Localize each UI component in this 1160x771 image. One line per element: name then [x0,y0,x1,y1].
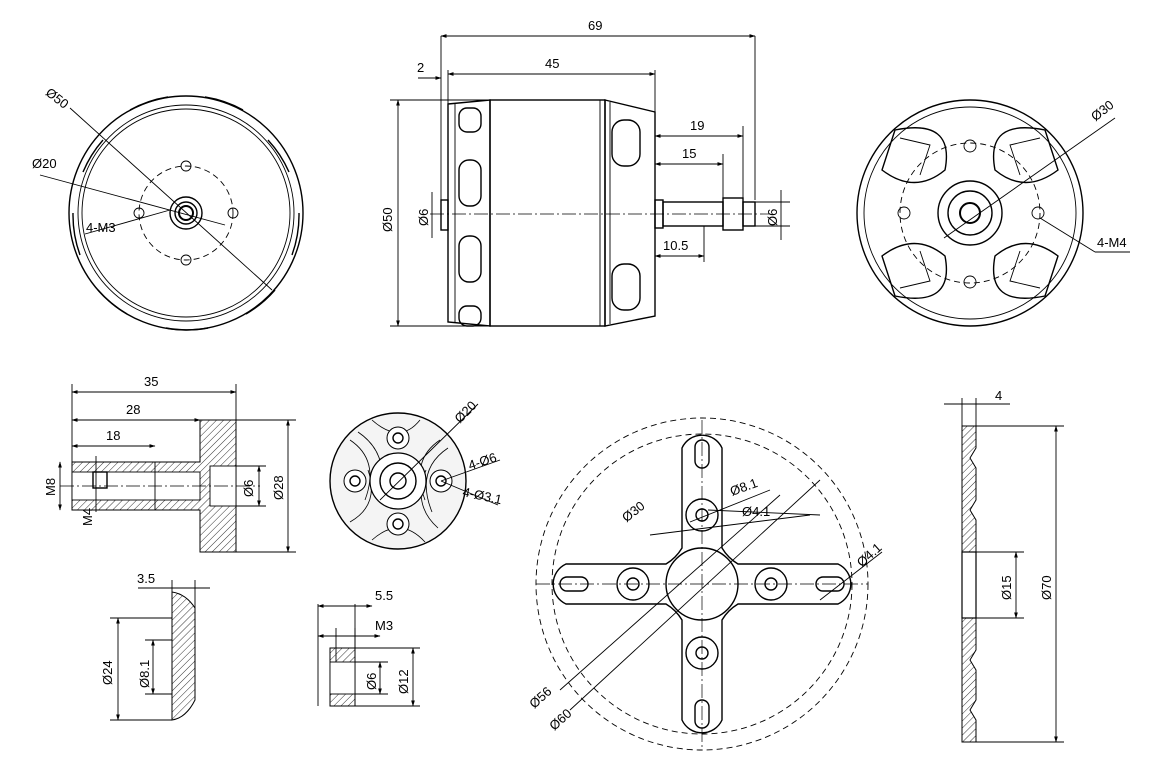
plate-dia15-label: Ø15 [999,575,1014,600]
adapter-18-label: 18 [106,428,120,443]
mount-dia4-1-a-label: Ø4.1 [742,504,770,519]
adapter-m4-label: M4 [80,508,95,526]
adapter-35-label: 35 [144,374,158,389]
rear-view [856,99,1130,327]
front-threads-label: 4-M3 [86,220,116,235]
prop-holes6-label: 4-Ø6 [466,450,498,473]
washer-3-5-label: 3.5 [137,571,155,586]
front-outer-dia-label: Ø50 [43,85,72,112]
mount-dia8-1-label: Ø8.1 [728,475,760,499]
nut-5-5-label: 5.5 [375,588,393,603]
top-body-length-label: 45 [545,56,559,71]
mount-dia4-1-b-label: Ø4.1 [854,540,885,570]
side-view [390,34,790,327]
washer-dia24-label: Ø24 [100,660,115,685]
plate-dia70-label: Ø70 [1039,575,1054,600]
washer-dia8-1-label: Ø8.1 [137,660,152,688]
nut-dia6-label: Ø6 [364,673,379,690]
plate-4-label: 4 [995,388,1002,403]
adapter-28-label: 28 [126,402,140,417]
top-gap-label: 2 [417,60,424,75]
prop-adapter-face [329,403,501,550]
adapter-m8-label: M8 [43,478,58,496]
rear-threads-label: 4-M4 [1097,235,1127,250]
prop-dia20-label: Ø20 [451,398,479,426]
side-shaft-dia-right-label: Ø6 [765,209,780,226]
cross-mount [535,417,883,751]
front-view [39,95,304,331]
prop-adapter-section [58,384,296,553]
nut-section [317,604,420,707]
nut-dia12-label: Ø12 [396,669,411,694]
adapter-dia6-label: Ø6 [241,480,256,497]
mount-dia56-label: Ø56 [526,684,554,712]
side-shaft-dia-left-label: Ø6 [416,209,431,226]
front-bolt-circle-label: Ø20 [32,156,57,171]
top-shaft-19-label: 19 [690,118,704,133]
top-shaft-15-label: 15 [682,146,696,161]
prop-holes3-1-label: 4-Ø3.1 [461,484,503,507]
nut-m3-label: M3 [375,618,393,633]
washer-section [110,580,210,721]
top-shaft-10-5-label: 10.5 [663,238,688,253]
mount-plate-section [944,398,1064,743]
top-overall-length-label: 69 [588,18,602,33]
mount-dia30-label: Ø30 [619,498,648,525]
adapter-dia28-label: Ø28 [271,475,286,500]
side-body-dia-label: Ø50 [380,207,395,232]
